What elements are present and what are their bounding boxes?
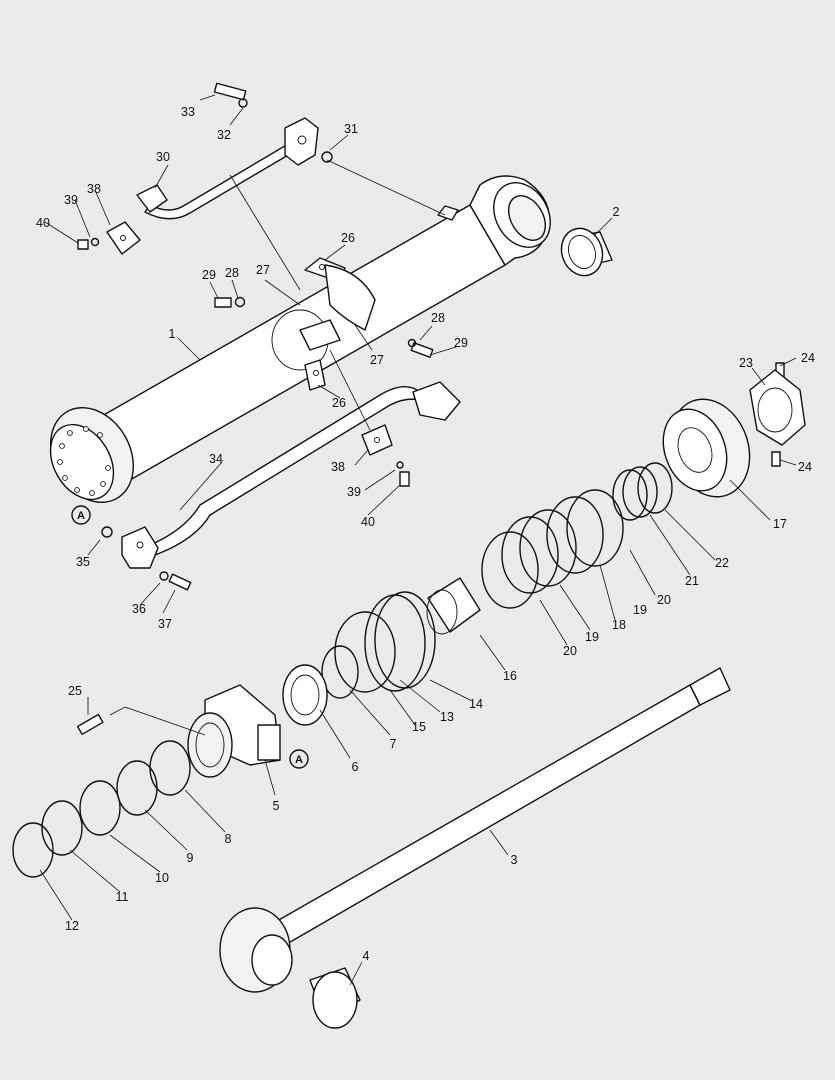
tube-clamp-assembly	[271, 257, 376, 391]
callout-7: 7	[390, 737, 397, 751]
callout-4: 4	[363, 949, 370, 963]
callout-31: 31	[344, 122, 358, 136]
callout-8: 8	[225, 832, 232, 846]
callout-21: 21	[685, 574, 699, 588]
callout-labels: 1 2 3 4 5 6 7 8 9 10 11 12 13 14 15 16 1…	[36, 105, 815, 963]
callout-24-upper: 24	[801, 351, 815, 365]
piston-17	[662, 398, 751, 498]
callout-5: 5	[273, 799, 280, 813]
callout-29-right: 29	[454, 336, 468, 350]
callout-9: 9	[187, 851, 194, 865]
callout-27-lower: 27	[370, 353, 384, 367]
lower-pipe-34	[121, 381, 461, 569]
bushing-part-2	[560, 227, 613, 277]
callout-18: 18	[612, 618, 626, 632]
seal-rings	[282, 462, 673, 726]
callout-20-lower: 20	[563, 644, 577, 658]
callout-11: 11	[116, 890, 129, 904]
pipe-clip-38-lower	[361, 424, 393, 456]
callout-32: 32	[217, 128, 231, 142]
reference-marker-lower: A	[289, 749, 309, 769]
fasteners	[77, 82, 785, 591]
callout-15: 15	[412, 720, 426, 734]
callout-3: 3	[511, 853, 518, 867]
callout-26-upper: 26	[341, 231, 355, 245]
piston-rod-3	[219, 667, 731, 993]
callout-10: 10	[155, 871, 169, 885]
callout-30: 30	[156, 150, 170, 164]
upper-pipe-30	[136, 117, 319, 220]
callout-19-upper: 19	[633, 603, 647, 617]
callout-19-lower: 19	[585, 630, 599, 644]
callout-25: 25	[68, 684, 82, 698]
callout-23: 23	[739, 356, 753, 370]
callout-36: 36	[132, 602, 146, 616]
callout-40-lower: 40	[361, 515, 375, 529]
callout-40-upper: 40	[36, 216, 50, 230]
pipe-clip-38-upper	[106, 221, 141, 255]
callout-38-upper: 38	[87, 182, 101, 196]
callout-35: 35	[76, 555, 90, 569]
callout-28-left: 28	[225, 266, 239, 280]
callout-16: 16	[503, 669, 517, 683]
callout-22: 22	[715, 556, 729, 570]
callout-39-lower: 39	[347, 485, 361, 499]
cylinder-tube	[49, 175, 551, 503]
callout-24-lower: 24	[798, 460, 812, 474]
bolt-25	[76, 713, 104, 736]
callout-34: 34	[209, 452, 223, 466]
leader-lines	[39, 94, 797, 986]
callout-26-lower: 26	[332, 396, 346, 410]
callout-14: 14	[469, 697, 483, 711]
svg-text:A: A	[295, 754, 303, 766]
callout-33: 33	[181, 105, 195, 119]
callout-39-upper: 39	[64, 193, 78, 207]
callout-20-upper: 20	[657, 593, 671, 607]
bushing-4	[309, 967, 361, 1029]
callout-13: 13	[440, 710, 454, 724]
callout-28-right: 28	[431, 311, 445, 325]
callout-38-lower: 38	[331, 460, 345, 474]
callout-27-upper: 27	[256, 263, 270, 277]
callout-17: 17	[773, 517, 787, 531]
callout-1: 1	[169, 327, 176, 341]
callout-37: 37	[158, 617, 172, 631]
flange-bolt-holes	[57, 426, 111, 496]
rod-seal-rings	[12, 740, 191, 878]
reference-marker-upper: A	[71, 505, 91, 525]
callout-6: 6	[352, 760, 359, 774]
lock-nut-23	[749, 369, 806, 446]
callout-12: 12	[65, 919, 79, 933]
cylinder-head-5	[187, 684, 281, 778]
svg-text:A: A	[77, 510, 85, 522]
callout-2: 2	[613, 205, 620, 219]
callout-29-left: 29	[202, 268, 216, 282]
